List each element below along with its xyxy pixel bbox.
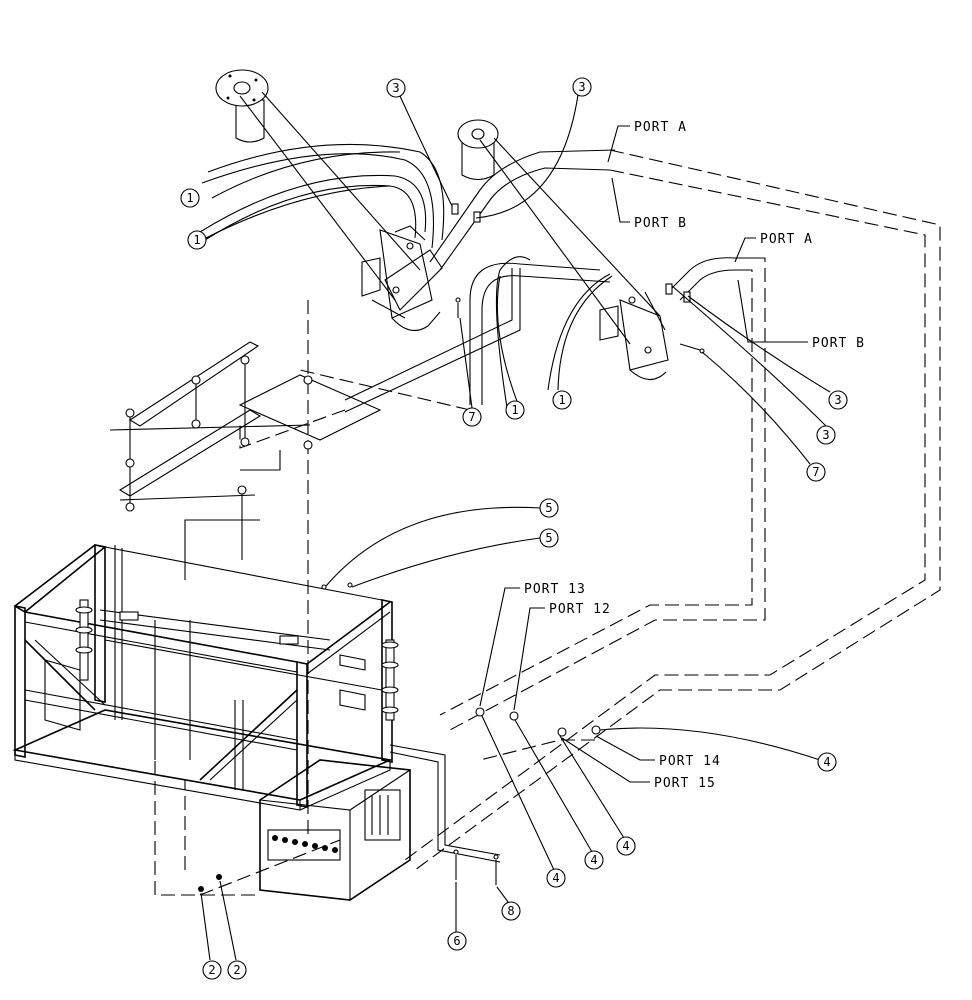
- motor-assembly-right: [344, 119, 765, 415]
- callout-1b: 1: [187, 230, 207, 250]
- callout-6: 6: [447, 931, 467, 951]
- svg-text:2: 2: [208, 963, 215, 977]
- port-14-label: PORT 14: [659, 754, 721, 769]
- callout-3b: 3: [572, 77, 592, 97]
- callout-4c: 4: [584, 850, 604, 870]
- port-a-upper-label: PORT A: [634, 120, 687, 135]
- svg-text:1: 1: [186, 191, 193, 205]
- hose-runs: [154, 149, 941, 896]
- port-labels: PORT A PORT B PORT A PORT B PORT 13 PORT…: [479, 120, 865, 791]
- callouts: 1 1 1 1 3 3 3 3 7 7 5 5 4 4 4 4 6 8 2 2: [180, 77, 848, 980]
- callout-7b: 7: [806, 462, 826, 482]
- callout-5a: 5: [539, 498, 559, 518]
- port-12-label: PORT 12: [549, 602, 611, 617]
- svg-text:1: 1: [558, 393, 565, 407]
- port-a-right-label: PORT A: [760, 232, 813, 247]
- frame: [12, 544, 501, 863]
- svg-text:8: 8: [507, 904, 514, 918]
- callout-3a: 3: [386, 78, 406, 98]
- mounting-plates: [109, 341, 382, 580]
- callout-1c: 1: [505, 400, 525, 420]
- svg-text:1: 1: [193, 233, 200, 247]
- callout-7a: 7: [462, 407, 482, 427]
- svg-text:3: 3: [822, 428, 829, 442]
- callout-5b: 5: [539, 528, 559, 548]
- svg-text:7: 7: [812, 465, 819, 479]
- svg-text:4: 4: [552, 871, 559, 885]
- callout-4a: 4: [817, 752, 837, 772]
- port-b-right-label: PORT B: [812, 336, 865, 351]
- svg-text:3: 3: [392, 81, 399, 95]
- callout-4b: 4: [616, 836, 636, 856]
- callout-4d: 4: [546, 868, 566, 888]
- svg-text:4: 4: [823, 755, 830, 769]
- svg-text:3: 3: [834, 393, 841, 407]
- callout-8: 8: [501, 901, 521, 921]
- svg-text:5: 5: [545, 501, 552, 515]
- callout-2b: 2: [227, 960, 247, 980]
- svg-text:2: 2: [233, 963, 240, 977]
- svg-text:5: 5: [545, 531, 552, 545]
- fittings: [198, 582, 601, 892]
- svg-text:3: 3: [578, 80, 585, 94]
- svg-text:7: 7: [468, 410, 475, 424]
- callout-2a: 2: [202, 960, 222, 980]
- callout-3c: 3: [828, 390, 848, 410]
- svg-text:4: 4: [622, 839, 629, 853]
- callout-1d: 1: [552, 390, 572, 410]
- port-b-upper-label: PORT B: [634, 216, 687, 231]
- port-15-label: PORT 15: [654, 776, 716, 791]
- svg-text:6: 6: [453, 934, 460, 948]
- valve-manifold: [259, 759, 411, 901]
- motor-assembly-left: [199, 69, 616, 332]
- port-13-label: PORT 13: [524, 582, 586, 597]
- svg-text:4: 4: [590, 853, 597, 867]
- callout-3d: 3: [816, 425, 836, 445]
- callout-leaders: [200, 94, 831, 961]
- svg-text:1: 1: [511, 403, 518, 417]
- callout-1a: 1: [180, 188, 200, 208]
